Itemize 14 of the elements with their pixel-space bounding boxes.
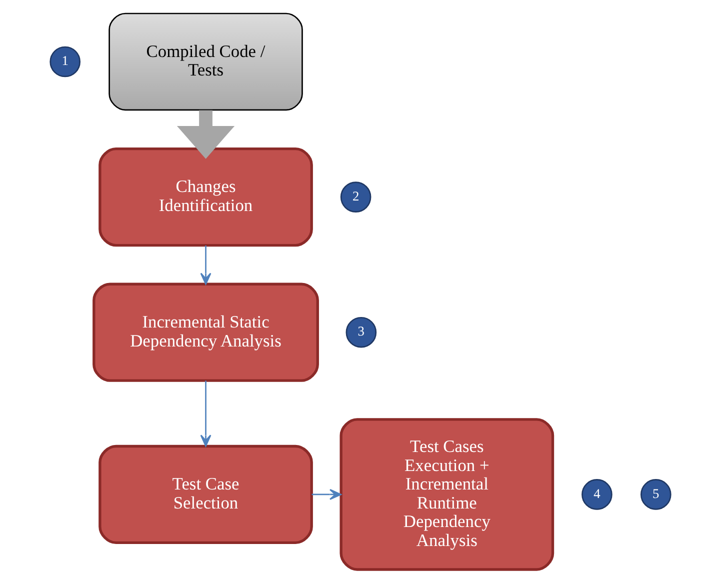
node-circle: 2 [340,182,372,212]
arrow [176,110,235,159]
node-box: Changes Identification [98,147,313,247]
node-circle: 3 [346,316,377,348]
node-box: Test Cases Execution + Incremental Runtime Dependency Analysis [340,418,554,571]
node-box: Compiled Code / Tests [108,12,303,111]
node-circle: 1 [50,46,80,78]
node-box: Test Case Selection [98,444,313,544]
node-box: Incremental Static Dependency Analysis [92,282,319,382]
arrow [312,488,342,500]
arrow [200,246,212,285]
node-circle: 4 [582,479,612,510]
arrow [200,380,212,447]
node-circle: 5 [640,479,672,510]
